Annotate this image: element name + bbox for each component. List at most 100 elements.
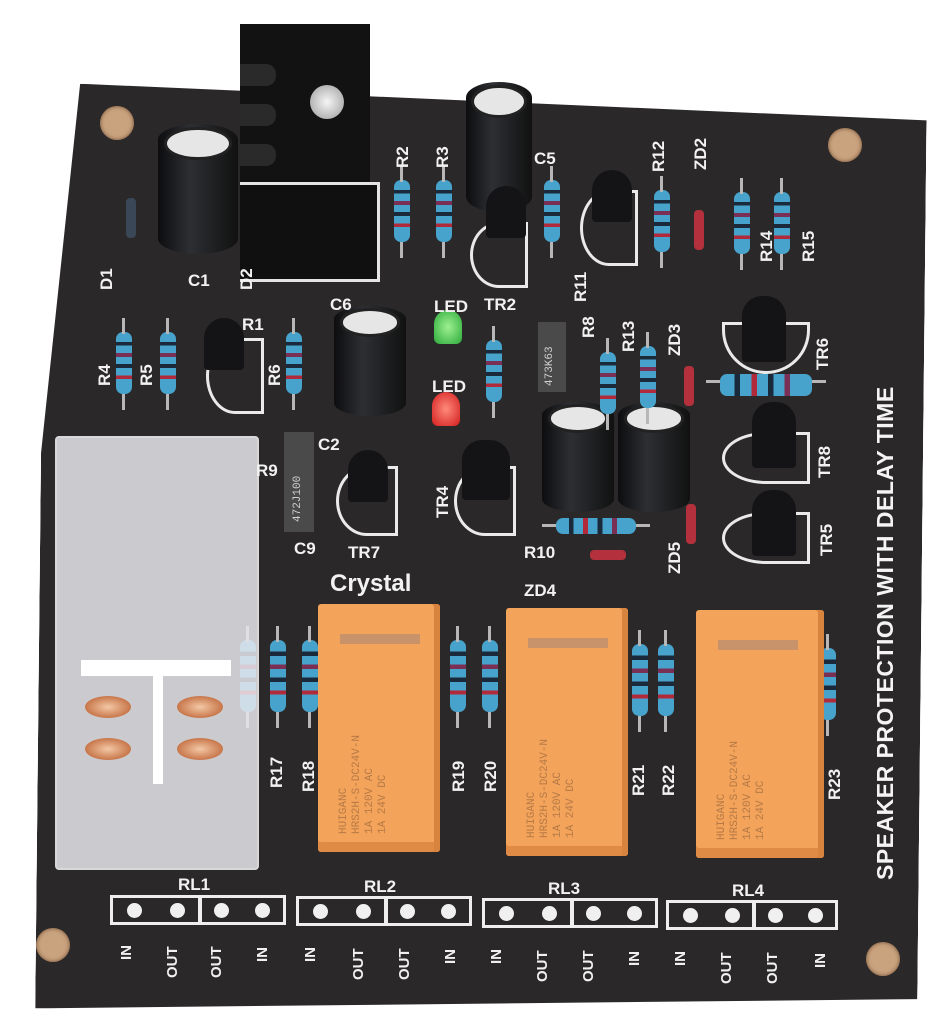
relay-rating: 1A 120V AC [364, 767, 376, 834]
pin-pad[interactable] [127, 902, 142, 918]
relay-rating: 1A 120V AC [742, 773, 754, 840]
resistor-r22 [658, 630, 674, 732]
pin-pad[interactable] [214, 902, 229, 918]
relay-model: HRS2H-S-DC24V-N [351, 734, 363, 834]
label-zd5: ZD5 [665, 541, 684, 574]
label-r9: R9 [256, 461, 278, 480]
mounting-hole [828, 128, 862, 162]
label-r18: R18 [299, 760, 318, 792]
relay-rating: 1A 24V DC [377, 774, 389, 834]
transistor-tr3 [592, 170, 632, 222]
label-rl3: RL3 [548, 879, 581, 898]
label-r19: R19 [449, 760, 468, 792]
transistor-tr6 [742, 296, 786, 362]
label-r20: R20 [481, 760, 500, 792]
connector-rl3-b[interactable] [570, 898, 658, 928]
pin-label-out: OUT [764, 952, 781, 984]
label-tr8: TR8 [815, 445, 834, 478]
label-zd2: ZD2 [691, 137, 710, 170]
pin-pad[interactable] [441, 903, 456, 919]
contact-icon [85, 738, 131, 760]
label-r21: R21 [629, 764, 648, 796]
label-rl1: RL1 [178, 875, 211, 894]
connector-rl4-b[interactable] [752, 900, 838, 930]
heatsink [240, 24, 370, 194]
resistor-r5 [160, 318, 176, 410]
relay-rating: 1A 120V AC [552, 771, 564, 838]
resistor-r13b [640, 332, 656, 424]
pin-pad[interactable] [499, 905, 514, 921]
pin-pad[interactable] [724, 907, 740, 923]
label-tr4: TR4 [433, 485, 452, 518]
resistor-r13a [600, 338, 616, 430]
pin-pad[interactable] [400, 903, 415, 919]
resistor-r23 [820, 634, 836, 736]
connector-rl4-a[interactable] [666, 900, 756, 930]
pin-pad[interactable] [542, 905, 557, 921]
label-led-red: LED [432, 377, 466, 396]
label-r17: R17 [267, 756, 286, 788]
label-tr7: TR7 [348, 543, 381, 562]
pin-label-in: IN [302, 947, 319, 962]
label-zd4: ZD4 [524, 581, 557, 600]
pin-label-in: IN [118, 945, 135, 960]
connector-rl1-b[interactable] [198, 895, 286, 925]
label-r15: R15 [799, 230, 818, 262]
pin-pad[interactable] [170, 902, 185, 918]
connector-rl3-a[interactable] [482, 898, 574, 928]
label-r13: R13 [619, 320, 638, 352]
resistor-r12 [654, 176, 670, 268]
pin-pad[interactable] [586, 905, 601, 921]
relay-rl1-body [55, 436, 259, 870]
resistor-r21 [632, 630, 648, 732]
film-cap-472: 472J100 [284, 432, 314, 532]
pin-label-out: OUT [164, 946, 181, 978]
label-r22: R22 [659, 764, 678, 796]
capacitor-c11 [542, 402, 614, 512]
label-c2: C2 [318, 435, 340, 454]
label-r2: R2 [393, 146, 412, 168]
diode-d1 [126, 180, 136, 256]
connector-rl2-a[interactable] [296, 896, 388, 926]
capacitor-c1 [158, 124, 238, 254]
relay-bar [81, 660, 231, 676]
label-r23: R23 [825, 768, 844, 800]
connector-rl1-a[interactable] [110, 895, 202, 925]
pin-pad[interactable] [682, 907, 698, 923]
resistor-r8 [486, 326, 502, 418]
label-rl2: RL2 [364, 877, 397, 896]
contact-icon [177, 696, 223, 718]
mounting-hole [866, 942, 900, 976]
resistor-r2 [394, 166, 410, 258]
pin-pad[interactable] [807, 907, 823, 923]
pin-label-out: OUT [350, 948, 367, 980]
pin-label-in: IN [442, 949, 459, 964]
mounting-hole [36, 928, 70, 962]
pin-pad[interactable] [627, 905, 642, 921]
label-zd3: ZD3 [665, 323, 684, 356]
resistor-r6 [286, 318, 302, 410]
board-title: SPEAKER PROTECTION WITH DELAY TIME [872, 386, 898, 880]
label-c6: C6 [330, 295, 352, 314]
label-r11: R11 [571, 271, 590, 302]
label-r6: R6 [265, 364, 284, 386]
pin-label-in: IN [626, 951, 643, 966]
label-r5: R5 [137, 364, 156, 386]
label-tr5: TR5 [817, 523, 836, 556]
label-d2: D2 [237, 268, 256, 290]
resistor-r10 [542, 518, 650, 534]
zener-zd4 [590, 532, 626, 608]
pin-pad[interactable] [255, 902, 270, 918]
pin-label-out: OUT [580, 950, 597, 982]
transistor-tr1 [204, 318, 244, 370]
label-c5: C5 [534, 149, 556, 168]
pin-pad[interactable] [767, 907, 783, 923]
resistor-r17 [270, 626, 286, 728]
transistor-tr8 [752, 402, 796, 468]
contact-icon [85, 696, 131, 718]
contact-icon [177, 738, 223, 760]
pin-pad[interactable] [313, 903, 328, 919]
pin-pad[interactable] [356, 903, 371, 919]
pin-label-in: IN [672, 951, 689, 966]
connector-rl2-b[interactable] [384, 896, 472, 926]
